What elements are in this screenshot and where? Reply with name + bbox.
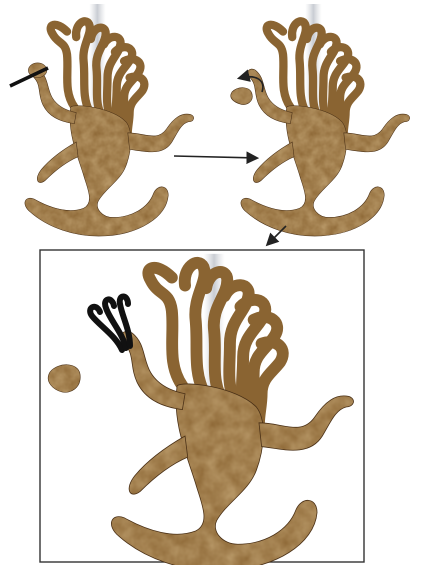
arrow-right-icon xyxy=(174,156,256,158)
panel-hand-removed xyxy=(241,4,410,236)
figure-original xyxy=(25,21,194,236)
panel-original-figure xyxy=(25,4,194,236)
figure-hand-removed xyxy=(241,21,410,236)
hand-fragment xyxy=(231,88,253,105)
